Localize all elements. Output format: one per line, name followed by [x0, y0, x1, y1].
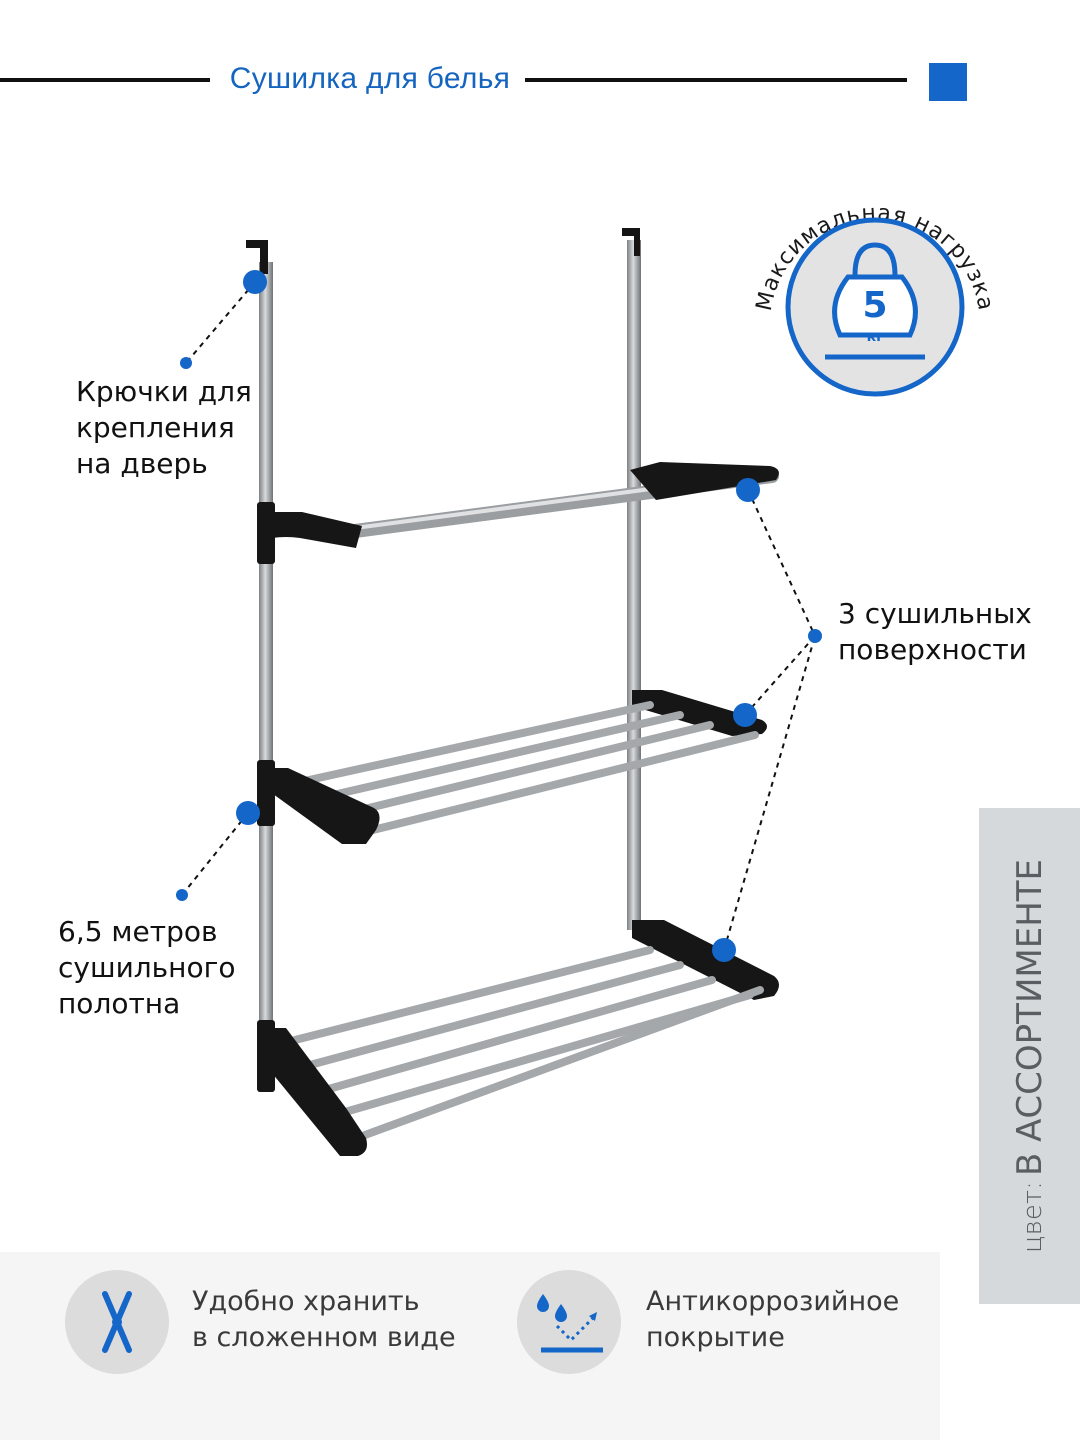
color-value: В АССОРТИМЕНТЕ — [1009, 858, 1050, 1176]
brand-square — [929, 63, 967, 101]
header-rule-right — [525, 78, 907, 82]
feature-circle-coating — [517, 1270, 621, 1374]
color-label: цвет: — [1017, 1181, 1048, 1254]
top-drying-rail — [272, 462, 779, 548]
middle-drying-rail — [262, 690, 767, 844]
callout-leaders — [181, 281, 816, 951]
badge-value: 5 — [862, 285, 887, 326]
callout-dots — [176, 270, 822, 962]
dryer-rack-illustration — [176, 228, 822, 1156]
water-repel-icon — [537, 1294, 603, 1353]
badge-unit: кг — [867, 329, 884, 345]
callout-length: 6,5 метров сушильного полотна — [58, 915, 236, 1020]
kettlebell-icon — [825, 242, 925, 360]
feature-text-fold: Удобно хранить в сложенном виде — [192, 1286, 456, 1353]
header-rule-left — [0, 78, 210, 82]
folding-x-icon — [102, 1291, 132, 1353]
back-pole — [622, 228, 641, 930]
max-load-badge: Максимальная нагрузка 5 кг — [752, 201, 997, 397]
callout-hooks: Крючки для крепления на дверь — [76, 375, 252, 480]
color-strip: цвет: В АССОРТИМЕНТЕ — [979, 808, 1080, 1304]
feature-text-coating: Антикоррозийное покрытие — [646, 1286, 900, 1353]
color-strip-text: цвет: В АССОРТИМЕНТЕ — [1010, 859, 1050, 1253]
page-title: Сушилка для белья — [229, 62, 511, 95]
feature-circle-fold — [65, 1270, 169, 1374]
bottom-drying-rail — [258, 920, 779, 1156]
front-pole — [246, 240, 275, 1092]
callout-surfaces: 3 сушильных поверхности — [838, 597, 1032, 666]
